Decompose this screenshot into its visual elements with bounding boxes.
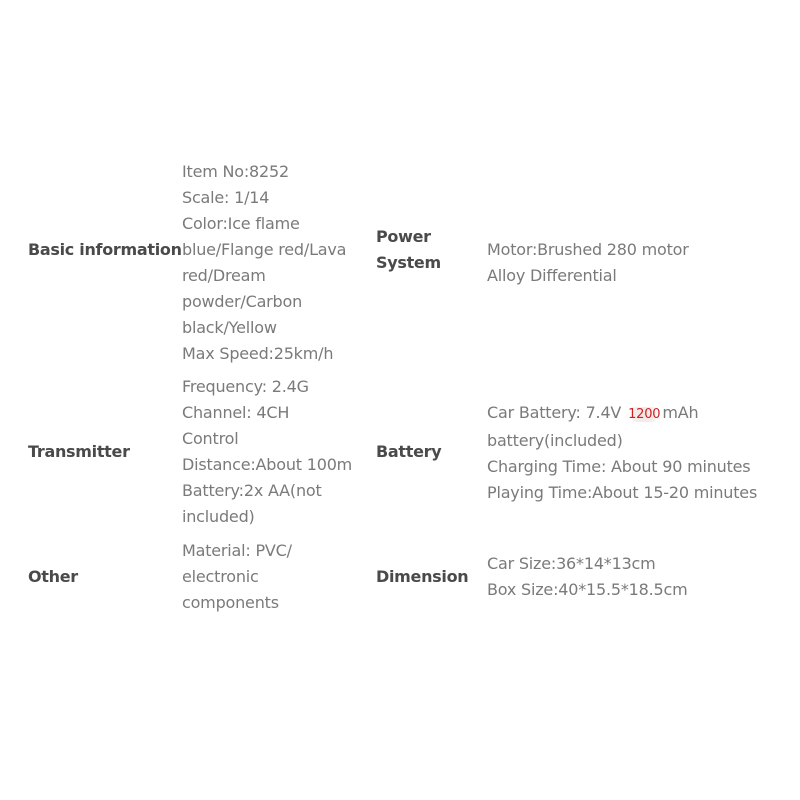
other-values: Material: PVC/ electronic components [182, 538, 292, 616]
spec-line: powder/Carbon [182, 292, 303, 311]
spec-line: electronic [182, 567, 259, 586]
spec-line: battery(included) [487, 431, 623, 450]
spec-line: Color:Ice flame [182, 214, 300, 233]
spec-line: Charging Time: About 90 minutes [487, 457, 751, 476]
capacity-highlight: 1200 [626, 407, 663, 422]
spec-line: Battery:2x AA(not [182, 481, 322, 500]
spec-line: components [182, 593, 279, 612]
car-battery-unit: mAh [662, 403, 699, 422]
basic-information-label: Basic information [28, 240, 182, 259]
spec-line: included) [182, 507, 255, 526]
spec-line: Max Speed:25km/h [182, 344, 334, 363]
power-system-label: Power System [376, 224, 441, 276]
spec-line: Control [182, 429, 239, 448]
other-label: Other [28, 567, 78, 586]
transmitter-values: Frequency: 2.4G Channel: 4CH Control Dis… [182, 374, 352, 530]
dimension-values: Car Size:36*14*13cm Box Size:40*15.5*18.… [487, 551, 688, 603]
spec-line: black/Yellow [182, 318, 277, 337]
spec-line: Box Size:40*15.5*18.5cm [487, 580, 688, 599]
spec-line: Item No:8252 [182, 162, 289, 181]
spec-line: Car Size:36*14*13cm [487, 554, 656, 573]
spec-line: Channel: 4CH [182, 403, 290, 422]
dimension-label: Dimension [376, 567, 469, 586]
power-system-values: Motor:Brushed 280 motor Alloy Differenti… [487, 237, 689, 289]
spec-line: Playing Time:About 15-20 minutes [487, 483, 758, 502]
transmitter-label: Transmitter [28, 442, 130, 461]
spec-line: red/Dream [182, 266, 266, 285]
spec-line: Alloy Differential [487, 266, 617, 285]
spec-line: Scale: 1/14 [182, 188, 270, 207]
spec-line: blue/Flange red/Lava [182, 240, 347, 259]
label-line: Power [376, 227, 431, 246]
basic-information-values: Item No:8252 Scale: 1/14 Color:Ice flame… [182, 159, 346, 367]
car-battery-prefix: Car Battery: 7.4V [487, 403, 627, 422]
spec-line: Material: PVC/ [182, 541, 292, 560]
battery-label: Battery [376, 442, 442, 461]
spec-line: Distance:About 100m [182, 455, 353, 474]
spec-line: Motor:Brushed 280 motor [487, 240, 689, 259]
label-line: System [376, 253, 441, 272]
spec-line: Frequency: 2.4G [182, 377, 309, 396]
